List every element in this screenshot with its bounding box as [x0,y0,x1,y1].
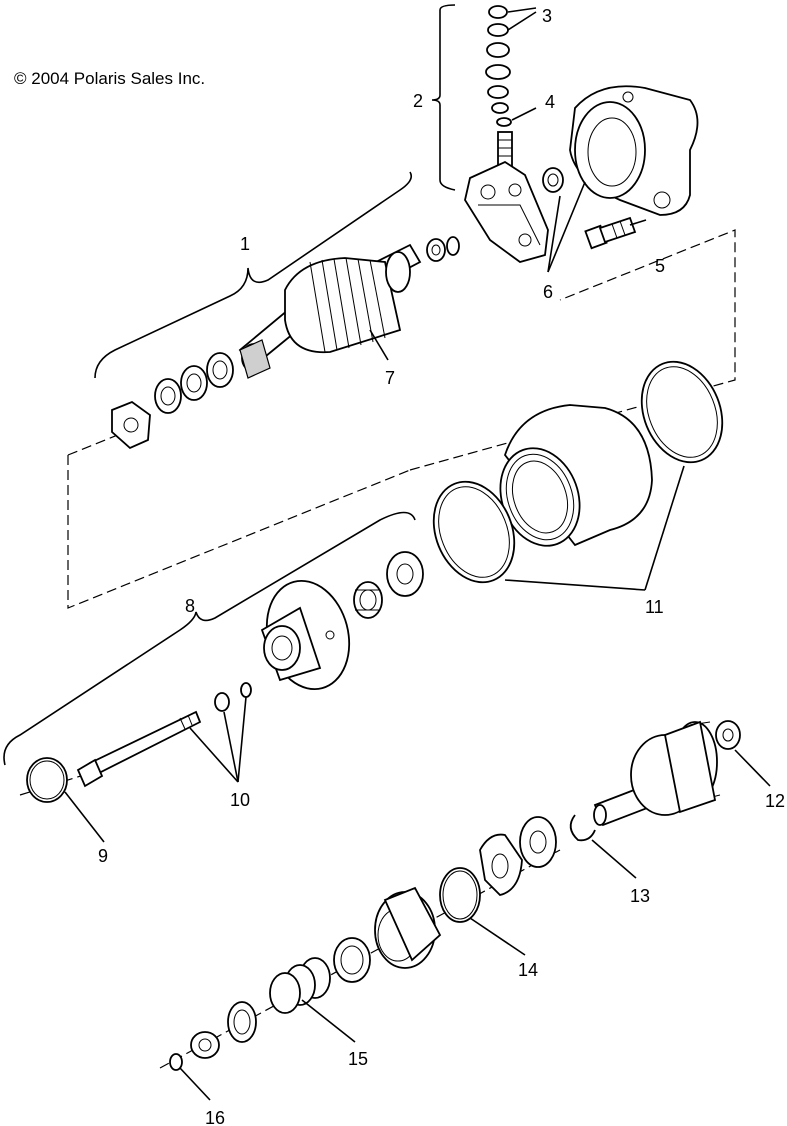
copyright-text: © 2004 Polaris Sales Inc. [14,69,205,88]
callout-10: 10 [230,790,250,810]
overrunning-clutch [374,886,442,969]
bushing [542,167,564,193]
through-bolt [76,710,202,788]
callout-14: 14 [518,960,538,980]
callout-6: 6 [543,282,553,302]
armature-washer-stack-top [426,236,460,262]
armature-washer-stack-bottom [154,352,234,414]
snap-ring-small [169,1053,183,1071]
drive-end-housing [260,579,351,691]
leader-lines [3,4,771,1101]
end-housing [569,85,699,216]
clutch-ring [439,867,481,923]
clutch-plate [479,833,523,896]
callout-13: 13 [630,886,650,906]
callout-8: 8 [185,596,195,616]
callout-4: 4 [545,92,555,112]
spring-seat [227,1001,257,1043]
callout-12: 12 [765,791,785,811]
o-ring-right [640,360,724,464]
lock-washers [214,682,252,712]
o-ring-left [432,480,516,584]
callout-16: 16 [205,1108,225,1126]
callout-9: 9 [98,846,108,866]
clutch-sleeve [333,937,371,983]
brush-plate-small [111,400,151,450]
pinion-shaft-gear [593,720,721,827]
callout-11: 11 [645,597,664,617]
armature [238,243,422,379]
callout-1: 1 [240,234,250,254]
needle-bearing [353,581,383,619]
bearing [386,551,424,597]
thrust-washer [715,720,741,750]
stop-collar [190,1031,220,1059]
snap-ring-large [26,757,68,803]
callout-7: 7 [385,368,395,388]
yoke-housing [499,404,653,547]
circlip [569,814,596,842]
callout-5: 5 [655,256,665,276]
callout-15: 15 [348,1049,368,1069]
brush-holder-plate [464,160,549,263]
nut-washer-stack [485,5,512,127]
callout-3: 3 [542,6,552,26]
terminal-bolt [497,131,513,167]
clutch-washer [519,816,557,868]
callout-2: 2 [413,91,423,111]
clutch-spring [269,957,331,1014]
through-screw [584,216,637,250]
